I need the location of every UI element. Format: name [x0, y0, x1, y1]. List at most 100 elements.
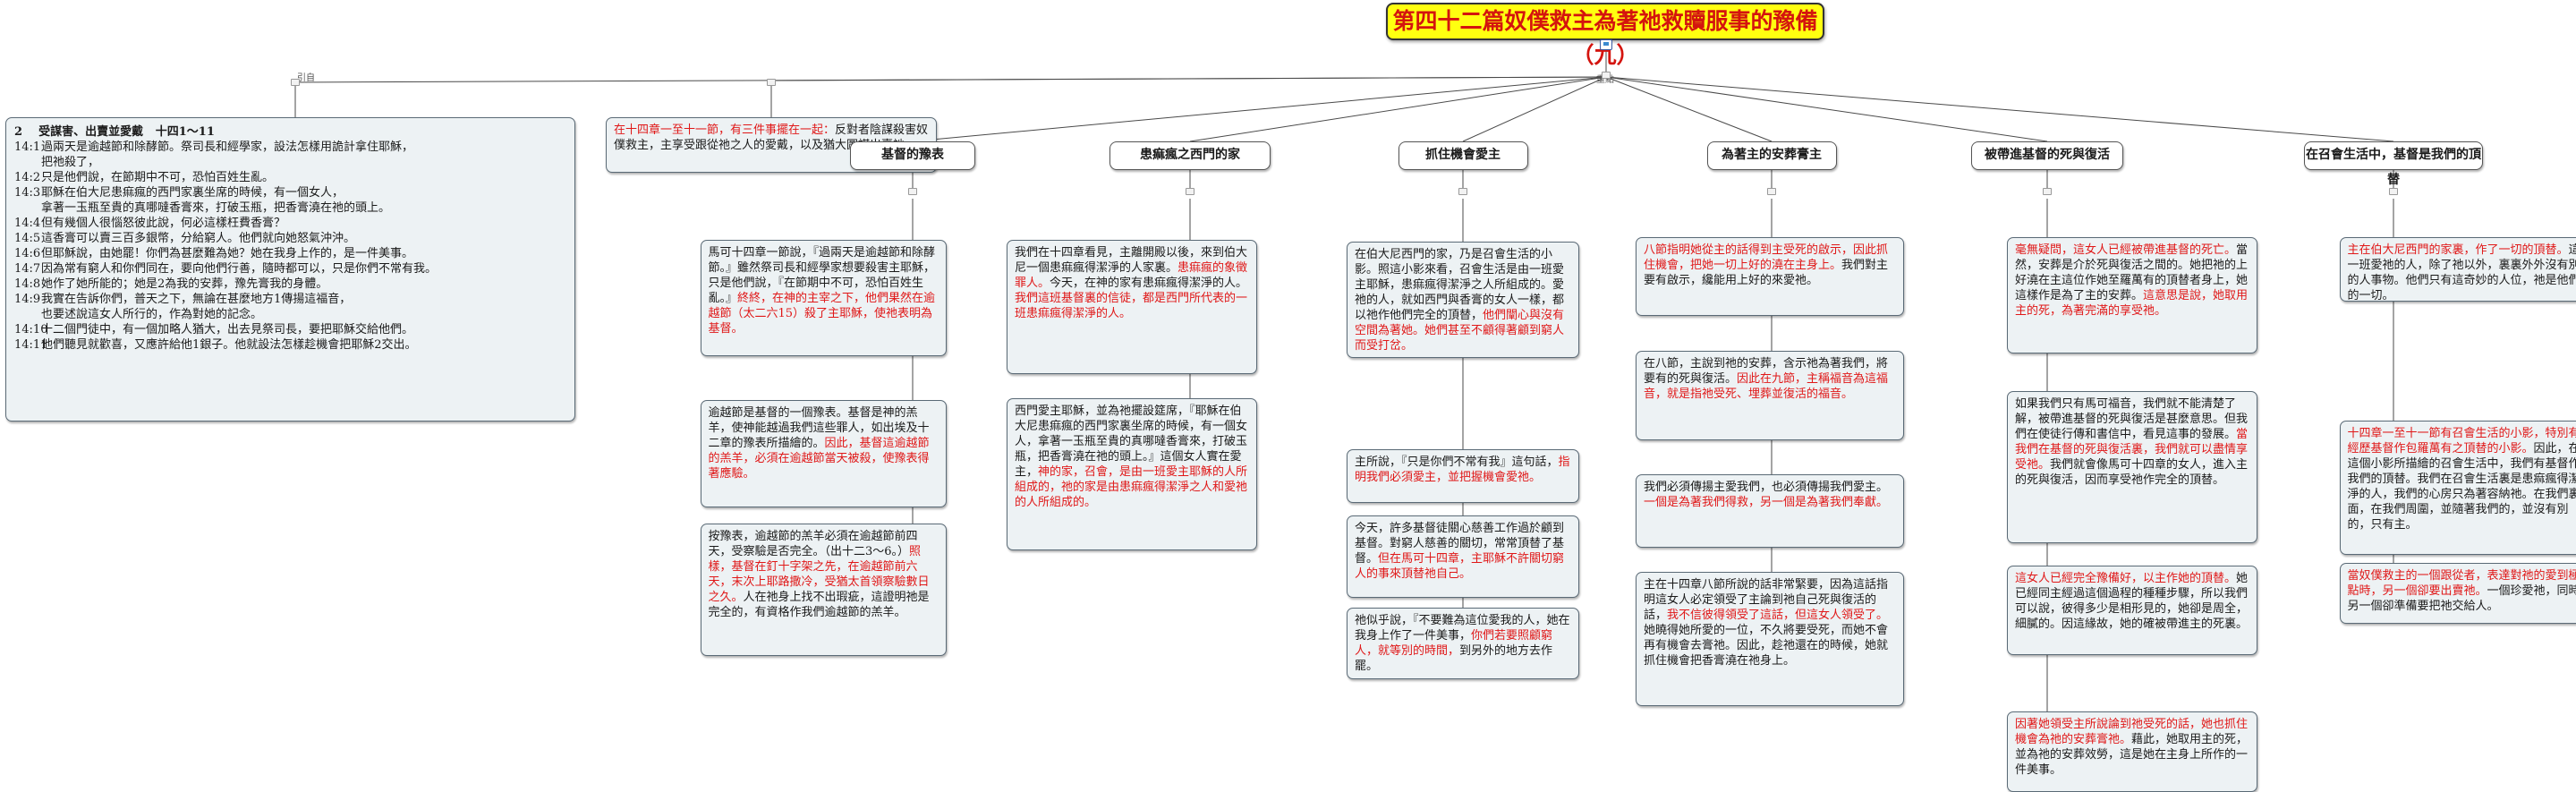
note-box[interactable]: 按豫表，逾越節的羔羊必須在逾越節前四天，受察驗是否完全。（出十二3～6。）照樣，…	[701, 524, 947, 656]
connector-line	[913, 77, 1606, 141]
note-box[interactable]: 因著她領受主所說論到祂受死的話，她也抓住機會為祂的安葬膏祂。藉此，她取用主的死，…	[2007, 711, 2257, 792]
ref-label: 引自	[297, 70, 315, 83]
scripture-line: 14:7因為常有窮人和你們同在，要向他們行善，隨時都可以，只是你們不常有我。	[14, 261, 566, 277]
column-header[interactable]: 患痲瘋之西門的家	[1109, 141, 1271, 170]
note-box[interactable]: 主所說，『只是你們不常有我』這句話，指明我們必須愛主，並把握機會愛祂。	[1347, 449, 1579, 503]
note-box[interactable]: 今天，許多基督徒關心慈善工作過於顧到基督。對窮人慈善的關切，常常頂替了基督。但在…	[1347, 515, 1579, 598]
connector-line	[1606, 77, 1772, 141]
connector-line	[771, 77, 1606, 81]
scripture-lines: 14:1過兩天是逾越節和除酵節。祭司長和經學家，設法怎樣用詭計拿住耶穌，把祂殺了…	[14, 140, 566, 353]
verse-text: 把祂殺了，	[41, 156, 99, 169]
verse-ref: 14:8	[14, 277, 41, 292]
verse-text: 她作了她所能的；她是2為我的安葬，豫先膏我的身體。	[41, 277, 327, 291]
note-highlight-text: 主在伯大尼西門的家裏，作了一切的頂替。	[2348, 243, 2569, 257]
note-icon	[1600, 39, 1612, 50]
scripture-heading-text: 受謀害、出賣並愛戴	[38, 125, 143, 139]
verse-text: 耶穌在伯大尼患痲瘋的西門家裏坐席的時候，有一個女人，	[41, 186, 344, 200]
note-icon	[2043, 188, 2052, 195]
note-box[interactable]: 我們在十四章看見，主離開殿以後，來到伯大尼一個患痲瘋得潔淨的人家裏。患痲瘋的象徵…	[1007, 240, 1257, 374]
verse-text: 我實在告訴你們，普天之下，無論在甚麼地方1傳揚這福音，	[41, 293, 351, 306]
scripture-line: 拿著一玉瓶至貴的真哪噠香膏來，打破玉瓶，把香膏澆在祂的頭上。	[14, 200, 566, 216]
note-text: 她曉得她所愛的一位，不久將要受死，而她不會再有機會去膏祂。因此，趁祂還在的時候，…	[1644, 624, 1888, 668]
verse-text: 只是他們說，在節期中不可，恐怕百姓生亂。	[41, 171, 274, 184]
note-box[interactable]: 馬可十四章一節說，『過兩天是逾越節和除酵節。』雖然祭司長和經學家想要殺害主耶穌，…	[701, 240, 947, 356]
note-text: 主所說，『只是你們不常有我』這句話，	[1355, 456, 1559, 469]
note-box[interactable]: 逾越節是基督的一個豫表。基督是神的羔羊，使神能越過我們這些罪人，如出埃及十二章的…	[701, 400, 947, 507]
note-text: 如果我們只有馬可福音，我們就不能清楚了解，被帶進基督的死與復活是甚麼意思。但我們…	[2015, 397, 2248, 441]
verse-text: 他們聽見就歡喜，又應許給他1銀子。他就設法怎樣趁機會把耶穌2交出。	[41, 338, 417, 352]
note-text: 因此，在這個小影所描繪的召會生活中，我們有基督作我們的頂替。我們在召會生活裏是患…	[2348, 442, 2576, 532]
note-icon	[908, 188, 917, 195]
note-icon	[1767, 188, 1776, 195]
scripture-line: 14:10十二個門徒中，有一個加略人猶大，出去見祭司長，要把耶穌交給他們。	[14, 322, 566, 337]
note-box[interactable]: 當奴僕救主的一個跟從者，表達對祂的愛到極點時，另一個卻要出賣祂。一個珍愛祂，同時…	[2340, 563, 2576, 624]
note-icon	[1602, 72, 1611, 79]
column-header[interactable]: 為著主的安葬膏主	[1707, 141, 1837, 170]
note-box[interactable]: 這女人已經完全豫備好，以主作她的頂替。她已經同主經過這個過程的種種步驟，所以我們…	[2007, 566, 2257, 655]
note-box[interactable]: 主在十四章八節所說的話非常緊要，因為這話指明這女人必定領受了主論到祂自己死與復活…	[1636, 572, 1904, 706]
connector-line	[1606, 77, 2393, 141]
note-text: 我們就會像馬可十四章的女人，進入主的死與復活，因而享受祂作完全的頂替。	[2015, 458, 2248, 487]
verse-text: 這香膏可以賣三百多銀幣，分給窮人。他們就向她怒氣沖沖。	[41, 232, 355, 245]
note-box[interactable]: 主在伯大尼西門的家裏，作了一切的頂替。這一班愛祂的人，除了祂以外，裏裏外外沒有別…	[2340, 237, 2576, 302]
scripture-line: 14:4但有幾個人很惱怒彼此說，何必這樣枉費香膏？	[14, 216, 566, 231]
verse-text: 過兩天是逾越節和除酵節。祭司長和經學家，設法怎樣用詭計拿住耶穌，	[41, 141, 413, 154]
note-text: 今天，在神的家有患痲瘋得潔淨的人。	[1050, 277, 1247, 290]
intro-red-text: 在十四章一至十一節，有三件事擺在一起：	[614, 123, 835, 137]
note-icon	[1458, 188, 1467, 195]
note-text: 我們必須傳揚主愛我們，也必須傳揚我們愛主。	[1644, 481, 1888, 494]
verse-ref: 14:4	[14, 216, 41, 231]
verse-text: 因為常有窮人和你們同在，要向他們行善，隨時都可以，只是你們不常有我。	[41, 262, 437, 276]
note-highlight-text: 一個是為著我們得救，另一個是為著我們奉獻。	[1644, 496, 1888, 509]
scripture-line: 14:8她作了她所能的；她是2為我的安葬，豫先膏我的身體。	[14, 277, 566, 292]
verse-ref: 14:5	[14, 231, 41, 246]
verse-text: 但有幾個人很惱怒彼此說，何必這樣枉費香膏？	[41, 217, 285, 230]
scripture-line: 14:3耶穌在伯大尼患痲瘋的西門家裏坐席的時候，有一個女人，	[14, 185, 566, 200]
scripture-line: 14:2只是他們說，在節期中不可，恐怕百姓生亂。	[14, 170, 566, 185]
note-icon	[767, 79, 776, 86]
note-box[interactable]: 毫無疑問，這女人已經被帶進基督的死亡。當然，安葬是介於死與復活之間的。她把祂的上…	[2007, 237, 2257, 353]
note-icon	[2389, 188, 2398, 195]
scripture-line: 14:11他們聽見就歡喜，又應許給他1銀子。他就設法怎樣趁機會把耶穌2交出。	[14, 337, 566, 353]
connector-line	[1190, 77, 1606, 141]
note-highlight-text: 毫無疑問，這女人已經被帶進基督的死亡。	[2015, 243, 2236, 257]
scripture-box[interactable]: 2 受謀害、出賣並愛戴 十四1～11 14:1過兩天是逾越節和除酵節。祭司長和經…	[5, 117, 575, 422]
note-icon	[1186, 188, 1194, 195]
note-box[interactable]: 祂似乎說，『不要難為這位愛我的人，她在我身上作了一件美事，你們若要照顧窮人，就等…	[1347, 608, 1579, 679]
note-highlight-text: 我們這班基督裏的信徒，都是西門所代表的一班患痲瘋得潔淨的人。	[1015, 292, 1247, 320]
verse-text: 也要述說這女人所行的，作為對她的記念。	[41, 308, 262, 321]
note-icon	[291, 79, 300, 86]
note-box[interactable]: 如果我們只有馬可福音，我們就不能清楚了解，被帶進基督的死與復活是甚麼意思。但我們…	[2007, 391, 2257, 543]
verse-ref: 14:9	[14, 292, 41, 307]
verse-ref: 14:11	[14, 337, 41, 353]
connector-line	[1606, 77, 2047, 141]
note-box[interactable]: 八節指明她從主的話得到主受死的啟示，因此抓住機會，把她一切上好的澆在主身上。我們…	[1636, 237, 1904, 316]
scripture-heading-ref: 十四1～11	[156, 125, 215, 139]
note-highlight-text: 但在馬可十四章，主耶穌不許關切窮人的事來頂替祂自己。	[1355, 552, 1564, 581]
column-header[interactable]: 被帶進基督的死與復活	[1971, 141, 2123, 170]
connector-line	[1463, 77, 1606, 141]
scripture-line: 14:9我實在告訴你們，普天之下，無論在甚麼地方1傳揚這福音，	[14, 292, 566, 307]
note-box[interactable]: 我們必須傳揚主愛我們，也必須傳揚我們愛主。一個是為著我們得救，另一個是為著我們奉…	[1636, 474, 1904, 548]
column-header[interactable]: 在召會生活中，基督是我們的頂替	[2304, 141, 2483, 170]
column-header[interactable]: 抓住機會愛主	[1399, 141, 1528, 170]
verse-text: 十二個門徒中，有一個加略人猶大，出去見祭司長，要把耶穌交給他們。	[41, 323, 413, 336]
scripture-line: 14:1過兩天是逾越節和除酵節。祭司長和經學家，設法怎樣用詭計拿住耶穌，	[14, 140, 566, 155]
verse-ref: 14:6	[14, 246, 41, 261]
page-title: 第四十二篇奴僕救主為著祂救贖服事的豫備（九）	[1386, 3, 1824, 40]
note-highlight-text: 神的家，召會，是由一班愛主耶穌的人所組成的，祂的家是由患痲瘋得潔淨之人和愛祂的人…	[1015, 465, 1247, 509]
verse-ref: 14:7	[14, 261, 41, 277]
verse-ref: 14:2	[14, 170, 41, 185]
note-highlight-text: 我不信彼得領受了這話，但這女人領受了。	[1667, 609, 1888, 622]
note-box[interactable]: 在八節，主說到祂的安葬，含示祂為著我們，將要有的死與復活。因此在九節，主稱福音為…	[1636, 351, 1904, 440]
note-box[interactable]: 西門愛主耶穌，並為祂擺設筵席，『耶穌在伯大尼患痲瘋的西門家裏坐席的時候，有一個女…	[1007, 398, 1257, 550]
verse-ref: 14:10	[14, 322, 41, 337]
scripture-line: 14:6但耶穌說，由她罷！你們為甚麼難為她？她在我身上作的，是一件美事。	[14, 246, 566, 261]
column-header[interactable]: 基督的豫表	[850, 141, 975, 170]
note-box[interactable]: 在伯大尼西門的家，乃是召會生活的小影。照這小影來看，召會生活是由一班愛主耶穌，患…	[1347, 242, 1579, 358]
note-box[interactable]: 十四章一至十一節有召會生活的小影，特別有經歷基督作包羅萬有之頂替的小影。因此，在…	[2340, 421, 2576, 555]
note-text: 按豫表，逾越節的羔羊必須在逾越節前四天，受察驗是否完全。（出十二3～6。）	[709, 530, 918, 558]
note-highlight-text: 這女人已經完全豫備好，以主作她的頂替。	[2015, 572, 2236, 585]
verse-text: 但耶穌說，由她罷！你們為甚麼難為她？她在我身上作的，是一件美事。	[41, 247, 413, 260]
verse-ref: 14:1	[14, 140, 41, 155]
